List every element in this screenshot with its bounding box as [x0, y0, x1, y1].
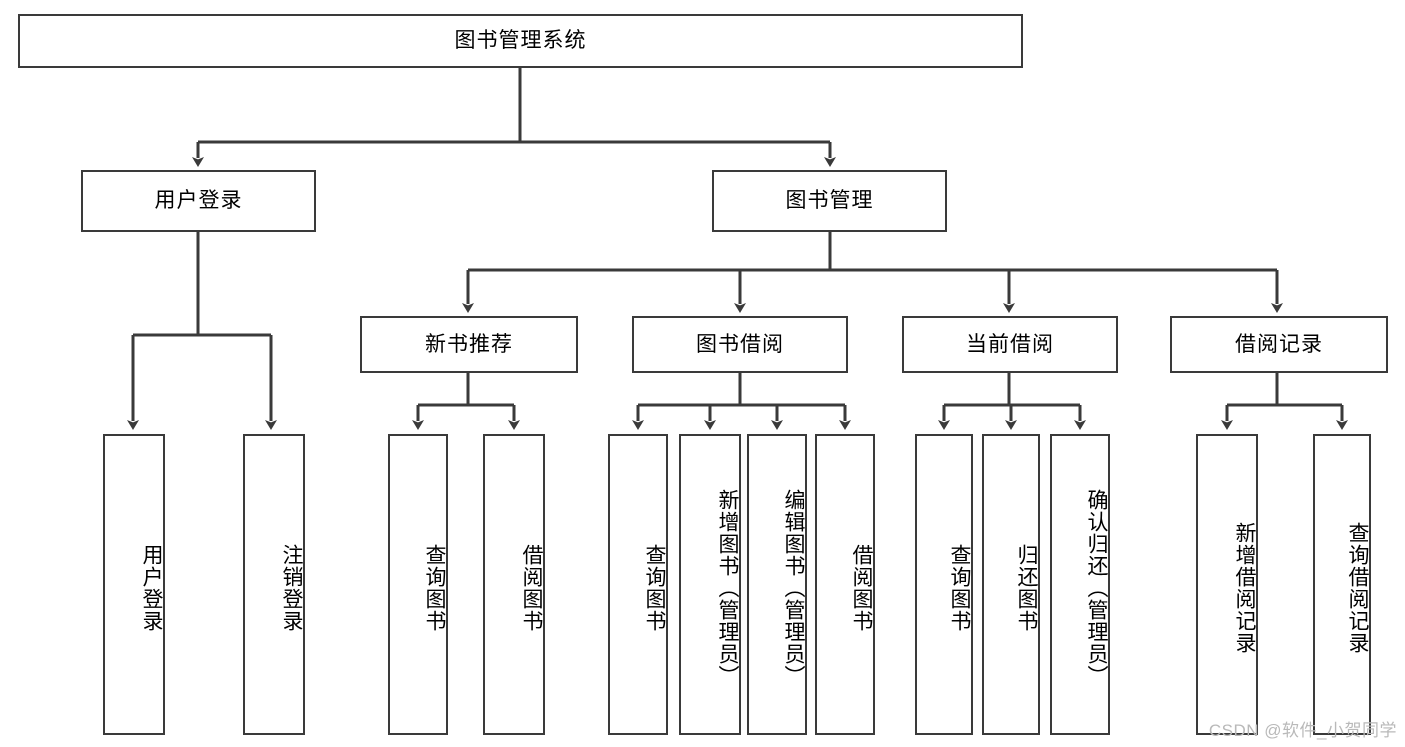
node-leaf-query-book-current-label: 查询图书: [948, 543, 971, 632]
node-leaf-return-book-label: 归还图书: [1015, 543, 1038, 632]
node-root-label: 图书管理系统: [454, 29, 587, 53]
node-user-login[interactable]: 用户登录: [81, 170, 316, 232]
node-leaf-query-book-borrow[interactable]: 查询图书: [608, 434, 668, 735]
node-book-management-label: 图书管理: [785, 189, 874, 213]
node-borrow-record-label: 借阅记录: [1235, 332, 1323, 356]
node-leaf-borrow-book[interactable]: 借阅图书: [815, 434, 875, 735]
node-leaf-confirm-return-admin[interactable]: 确认归还（管理员）: [1050, 434, 1110, 735]
node-leaf-add-borrow-record[interactable]: 新增借阅记录: [1196, 434, 1258, 735]
node-leaf-query-book-recommend-label: 查询图书: [423, 543, 446, 632]
node-leaf-borrow-book-recommend[interactable]: 借阅图书: [483, 434, 545, 735]
node-leaf-query-borrow-record[interactable]: 查询借阅记录: [1313, 434, 1371, 735]
node-book-management[interactable]: 图书管理: [712, 170, 947, 232]
node-user-login-label: 用户登录: [154, 189, 243, 213]
watermark: CSDN @软件_小贺同学: [1208, 721, 1397, 740]
node-leaf-add-book-admin-label: 新增图书（管理员）: [716, 488, 739, 687]
node-leaf-borrow-book-label: 借阅图书: [850, 543, 873, 632]
node-leaf-query-borrow-record-label: 查询借阅记录: [1346, 521, 1369, 654]
node-leaf-add-book-admin[interactable]: 新增图书（管理员）: [679, 434, 741, 735]
node-current-borrow-label: 当前借阅: [966, 332, 1054, 356]
node-current-borrow[interactable]: 当前借阅: [902, 316, 1118, 373]
node-leaf-edit-book-admin-label: 编辑图书（管理员）: [782, 488, 805, 687]
node-book-borrow-label: 图书借阅: [696, 332, 784, 356]
node-leaf-logout-login-label: 注销登录: [280, 543, 303, 632]
node-leaf-query-book-borrow-label: 查询图书: [643, 543, 666, 632]
node-leaf-user-login-label: 用户登录: [140, 543, 163, 632]
node-leaf-query-book-recommend[interactable]: 查询图书: [388, 434, 448, 735]
node-new-book-recommend[interactable]: 新书推荐: [360, 316, 578, 373]
node-leaf-borrow-book-recommend-label: 借阅图书: [520, 543, 543, 632]
node-new-book-recommend-label: 新书推荐: [425, 332, 513, 356]
node-leaf-confirm-return-admin-label: 确认归还（管理员）: [1085, 488, 1108, 687]
node-leaf-edit-book-admin[interactable]: 编辑图书（管理员）: [747, 434, 807, 735]
node-leaf-add-borrow-record-label: 新增借阅记录: [1233, 521, 1256, 654]
node-root[interactable]: 图书管理系统: [18, 14, 1023, 68]
node-leaf-user-login[interactable]: 用户登录: [103, 434, 165, 735]
node-leaf-logout-login[interactable]: 注销登录: [243, 434, 305, 735]
node-book-borrow[interactable]: 图书借阅: [632, 316, 848, 373]
node-leaf-return-book[interactable]: 归还图书: [982, 434, 1040, 735]
node-leaf-query-book-current[interactable]: 查询图书: [915, 434, 973, 735]
node-borrow-record[interactable]: 借阅记录: [1170, 316, 1388, 373]
